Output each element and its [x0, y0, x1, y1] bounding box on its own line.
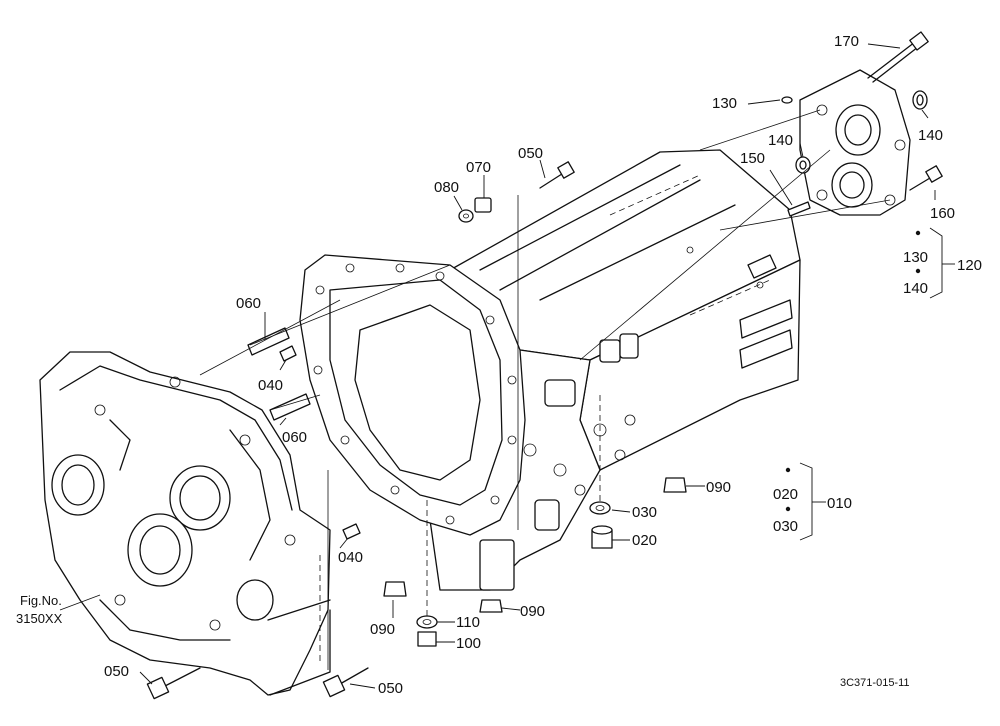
label-020: 020 — [632, 532, 657, 549]
plug-090-left — [383, 581, 407, 597]
group-010-label: 010 — [827, 495, 852, 512]
fig-ref-line2: 3150XX — [16, 611, 63, 626]
label-160: 160 — [930, 205, 955, 222]
label-090-center: 090 — [520, 603, 545, 620]
bolt-050-left — [146, 667, 201, 700]
label-170: 170 — [834, 33, 859, 50]
pin-130 — [781, 96, 793, 104]
label-050-left: 050 — [104, 663, 129, 680]
alignment-lines — [199, 109, 891, 670]
stud-060-bottom — [269, 393, 311, 421]
label-090-left: 090 — [370, 621, 395, 638]
rear-cover — [799, 69, 911, 216]
label-030: 030 — [632, 504, 657, 521]
stud-060-top — [247, 327, 290, 356]
label-140-mid: 140 — [768, 132, 793, 149]
group-120-bottom-label: 140 — [903, 280, 928, 297]
group-120-top-label: 130 — [903, 249, 928, 266]
label-140-top: 140 — [918, 127, 943, 144]
label-100: 100 — [456, 635, 481, 652]
group-bracket-120 — [915, 227, 955, 299]
oring-140-mid — [795, 156, 811, 174]
plug-100 — [417, 631, 437, 647]
bolt-050-bottom — [322, 667, 369, 698]
label-090-right: 090 — [706, 479, 731, 496]
gear-case-housing — [39, 351, 331, 696]
washer-030 — [589, 501, 611, 515]
label-060-top: 060 — [236, 295, 261, 312]
bolt-170 — [867, 31, 929, 83]
leader-lines — [59, 43, 936, 689]
front-flange-plate — [299, 254, 526, 536]
bolt-160 — [909, 165, 943, 191]
oring-140-top — [912, 90, 928, 110]
drawing-code: 3C371-015-11 — [840, 677, 910, 689]
plug-090-right — [663, 477, 687, 493]
nut-070 — [474, 197, 492, 213]
label-130: 130 — [712, 95, 737, 112]
pin-040-bottom — [342, 523, 361, 540]
label-070: 070 — [466, 159, 491, 176]
label-050-bottom: 050 — [378, 680, 403, 697]
label-110: 110 — [456, 614, 480, 631]
plug-090-center — [479, 599, 503, 613]
group-010-top-label: 020 — [773, 486, 798, 503]
group-bracket-010 — [785, 462, 826, 541]
label-050-top: 050 — [518, 145, 543, 162]
group-010-bottom-label: 030 — [773, 518, 798, 535]
pin-040-top — [279, 345, 297, 362]
pin-150 — [787, 201, 811, 217]
label-080: 080 — [434, 179, 459, 196]
bolt-050-top — [539, 161, 575, 189]
washer-080 — [458, 209, 474, 223]
label-040-top: 040 — [258, 377, 283, 394]
label-150: 150 — [740, 150, 765, 167]
plug-020 — [591, 525, 613, 549]
label-040-bottom: 040 — [338, 549, 363, 566]
fig-ref-line1: Fig.No. — [20, 593, 62, 608]
group-120-label: 120 — [957, 257, 982, 274]
label-060-bottom: 060 — [282, 429, 307, 446]
washer-110 — [416, 615, 438, 629]
